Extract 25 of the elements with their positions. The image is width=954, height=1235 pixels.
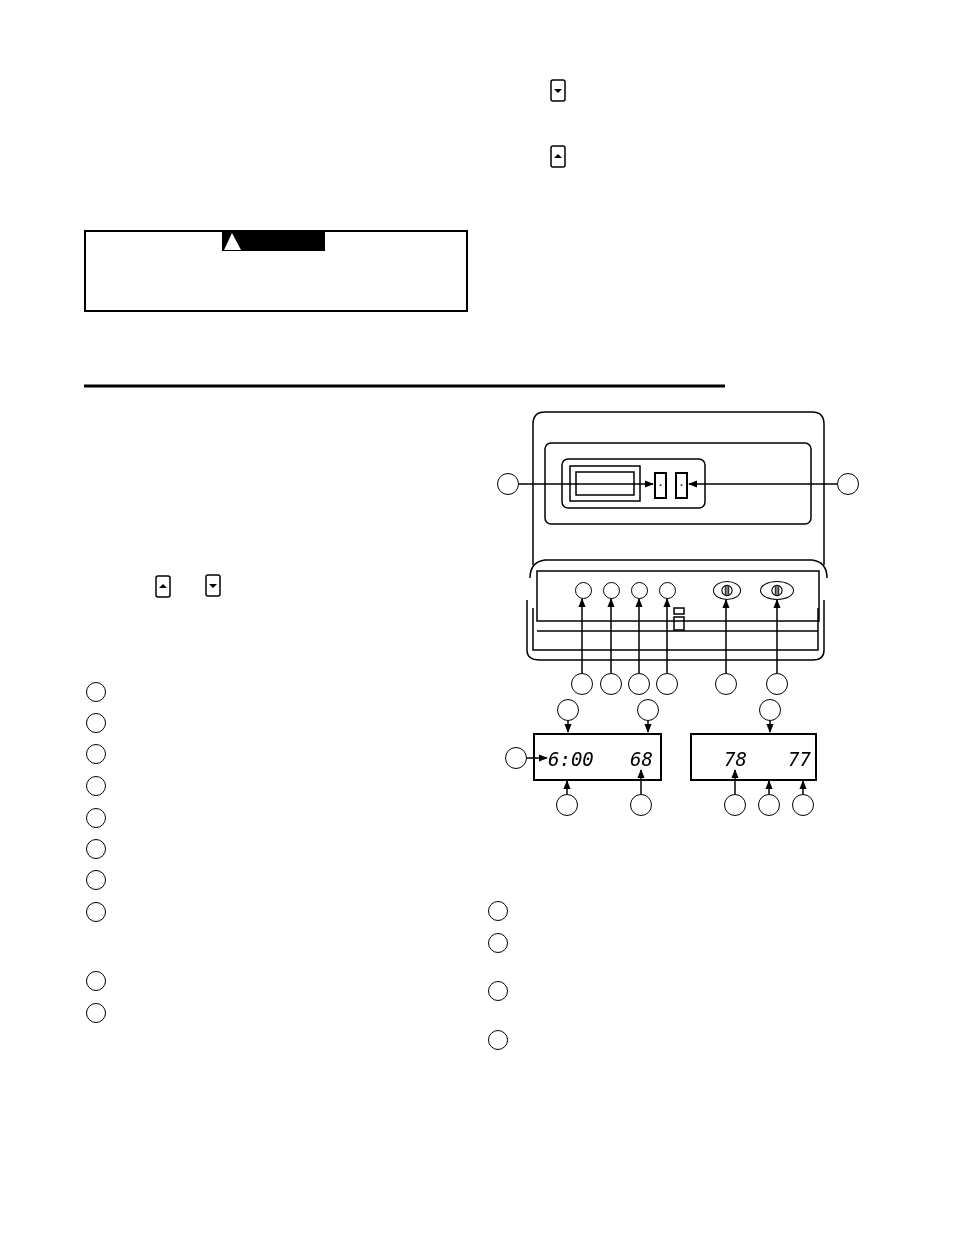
leader-line	[563, 780, 571, 795]
leader-line	[644, 720, 652, 733]
up-button	[654, 472, 667, 499]
leader-line	[766, 720, 774, 733]
display-panel	[533, 733, 662, 781]
leader-line	[578, 598, 586, 674]
leader-line	[518, 480, 654, 488]
display-digits: 77	[788, 748, 811, 770]
display-digits: 6:00	[548, 748, 594, 770]
leader-line	[722, 599, 730, 674]
down-button	[675, 472, 688, 499]
display-panel	[690, 733, 817, 781]
leader-line	[731, 769, 739, 795]
leader-line	[773, 599, 781, 674]
leader-line	[663, 598, 671, 674]
leader-line	[637, 769, 645, 795]
display-digits: 68	[630, 748, 653, 770]
display-digits: 78	[724, 748, 747, 770]
leader-line	[607, 598, 615, 674]
leader-line	[526, 754, 548, 762]
leader-line	[799, 780, 807, 795]
leader-line	[564, 720, 572, 733]
leader-line	[635, 598, 643, 674]
leader-line	[688, 480, 838, 488]
leader-line	[765, 780, 773, 795]
